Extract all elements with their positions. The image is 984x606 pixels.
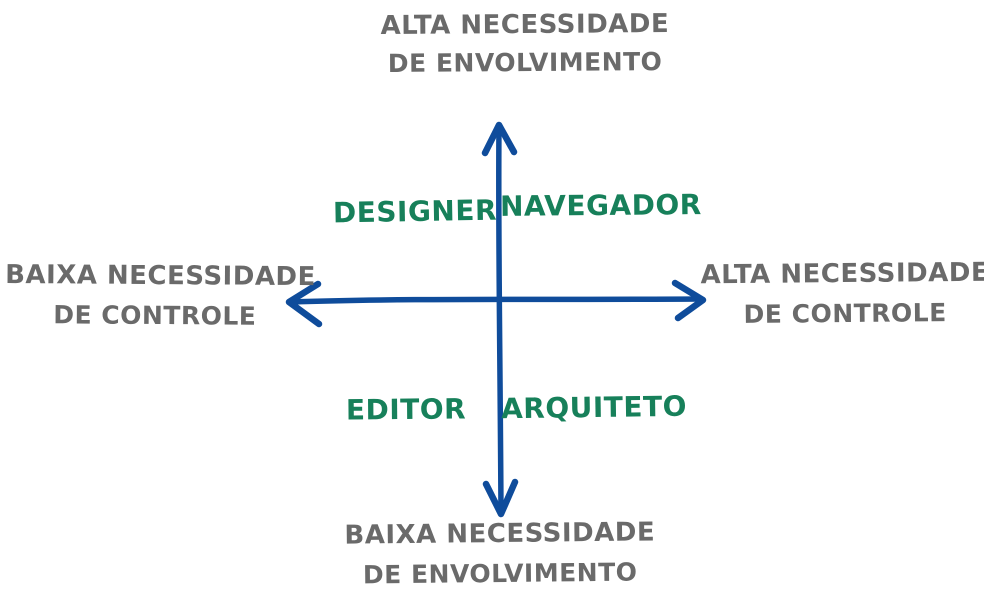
quadrant-label-top-left: DESIGNER bbox=[332, 193, 498, 230]
arrowhead-down-icon bbox=[482, 478, 519, 518]
arrowhead-right-icon bbox=[671, 279, 707, 322]
axis-label-top-line2: DE ENVOLVIMENTO bbox=[387, 47, 663, 78]
axis-label-left-line1: BAIXA NECESSIDADE bbox=[5, 259, 316, 293]
vertical-axis-arrow bbox=[481, 121, 519, 518]
quadrant-label-top-right: NAVEGADOR bbox=[499, 188, 702, 223]
axis-label-left-line2: DE CONTROLE bbox=[53, 300, 257, 331]
axis-label-right: ALTA NECESSIDADE DE CONTROLE bbox=[695, 253, 984, 336]
arrowhead-left-icon bbox=[285, 280, 323, 328]
axis-label-bottom: BAIXA NECESSIDADE DE ENVOLVIMENTO bbox=[330, 512, 671, 596]
axis-label-right-line1: ALTA NECESSIDADE bbox=[700, 257, 984, 291]
horizontal-axis-arrow bbox=[285, 279, 707, 328]
axis-label-top: ALTA NECESSIDADE DE ENVOLVIMENTO bbox=[355, 5, 696, 83]
axis-label-top-line1: ALTA NECESSIDADE bbox=[380, 8, 670, 42]
axis-label-right-line2: DE CONTROLE bbox=[743, 298, 947, 329]
axis-label-bottom-line2: DE ENVOLVIMENTO bbox=[362, 557, 638, 590]
quadrant-label-bottom-left: EDITOR bbox=[345, 392, 467, 427]
axis-label-left: BAIXA NECESSIDADE DE CONTROLE bbox=[5, 255, 316, 337]
quadrant-label-bottom-right: ARQUITETO bbox=[500, 389, 688, 426]
arrowhead-up-icon bbox=[481, 121, 518, 157]
axis-label-bottom-line1: BAIXA NECESSIDADE bbox=[344, 517, 656, 551]
